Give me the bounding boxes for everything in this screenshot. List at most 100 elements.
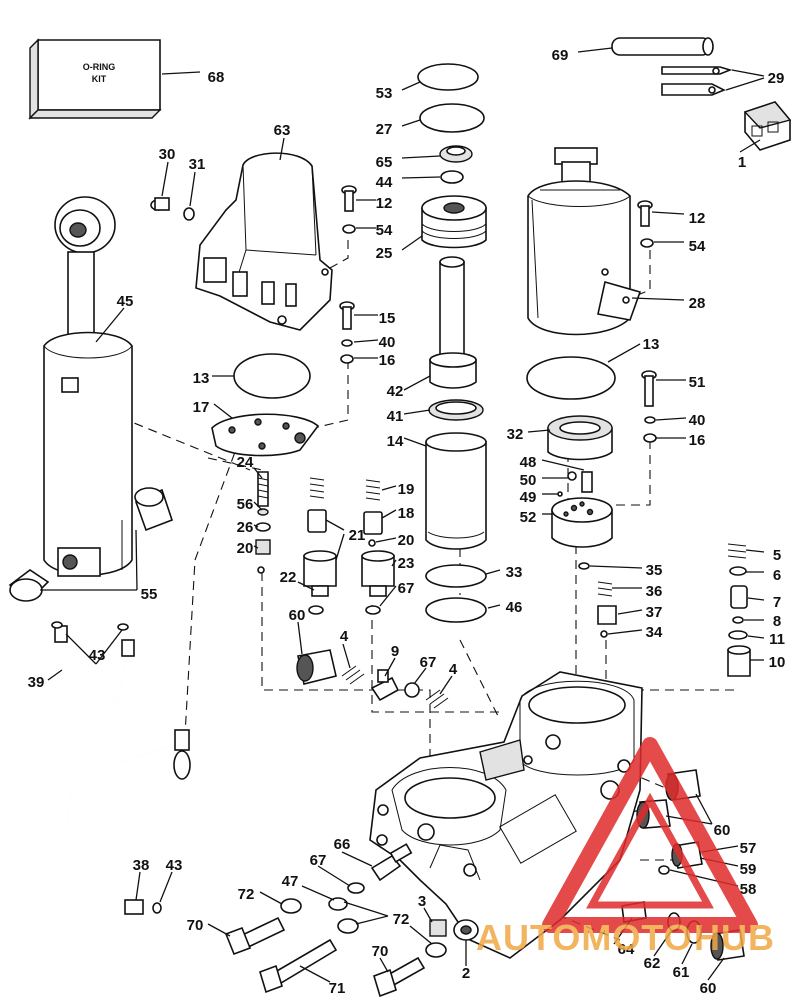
callout-c14: 14 — [387, 433, 404, 450]
callout-c25: 25 — [376, 245, 393, 262]
callout-c67a: 67 — [398, 580, 415, 597]
callout-c12a: 12 — [376, 195, 393, 212]
callout-c57: 57 — [740, 840, 757, 857]
callout-c52: 52 — [520, 509, 537, 526]
callout-c70a: 70 — [187, 917, 204, 934]
screws-washers — [150, 185, 657, 443]
callout-c54b: 54 — [689, 238, 706, 255]
cylinder-sleeve — [425, 399, 487, 550]
callout-c63: 63 — [274, 122, 291, 139]
callout-c30: 30 — [159, 146, 176, 163]
callout-c27: 27 — [376, 121, 393, 138]
callout-labels: 6869291532765442563303112541254284515401… — [28, 47, 786, 997]
piston-rod — [429, 256, 477, 389]
wire-terminals — [661, 66, 733, 96]
callout-c23: 23 — [398, 555, 415, 572]
sleeve-part — [611, 37, 714, 56]
right-small-parts — [557, 471, 751, 677]
callout-c43a: 43 — [89, 647, 106, 664]
callout-c8: 8 — [773, 613, 781, 630]
callout-c34: 34 — [646, 624, 663, 641]
callout-c58: 58 — [740, 881, 757, 898]
callout-c60a: 60 — [289, 607, 306, 624]
bushings — [8, 487, 174, 602]
callout-c16a: 16 — [379, 352, 396, 369]
callout-c29: 29 — [768, 70, 785, 87]
callout-c66: 66 — [334, 836, 351, 853]
callout-c5: 5 — [773, 547, 781, 564]
callout-c49: 49 — [520, 489, 537, 506]
callout-c15: 15 — [379, 310, 396, 327]
callout-c21: 21 — [349, 527, 366, 544]
pump-motor — [527, 64, 642, 336]
callout-c19: 19 — [398, 481, 415, 498]
check-valve-row — [296, 649, 449, 709]
callout-c22: 22 — [280, 569, 297, 586]
callout-c69: 69 — [552, 47, 569, 64]
callout-c40a: 40 — [379, 334, 396, 351]
hydraulic-line-39 — [51, 621, 135, 706]
o-rings — [183, 63, 616, 623]
callout-c43b: 43 — [166, 857, 183, 874]
watermark: AUTOMOTO HUB — [476, 737, 775, 958]
callout-c3: 3 — [418, 893, 426, 910]
callout-c45: 45 — [117, 293, 134, 310]
callout-c26: 26 — [237, 519, 254, 536]
callout-c41: 41 — [387, 408, 404, 425]
callout-c7: 7 — [773, 594, 781, 611]
manifold-body — [369, 671, 643, 959]
kit-label-line-2: KIT — [92, 74, 107, 84]
callout-c51: 51 — [689, 374, 706, 391]
callout-c70b: 70 — [372, 943, 389, 960]
callout-c37: 37 — [646, 604, 663, 621]
callout-c38: 38 — [133, 857, 150, 874]
callout-c12b: 12 — [689, 210, 706, 227]
callout-c6: 6 — [773, 567, 781, 584]
callout-c54a: 54 — [376, 222, 393, 239]
callout-c62: 62 — [644, 955, 661, 972]
valve-components — [255, 471, 395, 615]
callout-c20b: 20 — [398, 532, 415, 549]
callout-c44: 44 — [376, 174, 393, 191]
callout-c64: 64 — [618, 941, 635, 958]
callout-c39: 39 — [28, 674, 45, 691]
callout-c46: 46 — [506, 599, 523, 616]
tilt-cylinder — [43, 196, 133, 577]
connector-plug — [743, 101, 792, 151]
callout-c59: 59 — [740, 861, 757, 878]
callout-c10: 10 — [769, 654, 786, 671]
callout-c1: 1 — [738, 154, 746, 171]
watermark-text-b: HUB — [694, 917, 775, 958]
callout-c61: 61 — [673, 964, 690, 981]
callout-c4a: 4 — [340, 628, 349, 645]
callout-c56: 56 — [237, 496, 254, 513]
callout-c60c: 60 — [700, 980, 717, 997]
callout-c2: 2 — [462, 965, 470, 982]
watermark-text-a: AUTOMOTO — [476, 917, 693, 958]
callout-c24: 24 — [237, 454, 254, 471]
callout-c35: 35 — [646, 562, 663, 579]
callout-c53: 53 — [376, 85, 393, 102]
callout-c11: 11 — [769, 631, 785, 648]
callout-c67b: 67 — [420, 654, 437, 671]
callout-c68: 68 — [208, 69, 225, 86]
hydraulic-line-38 — [67, 729, 191, 915]
callout-c28: 28 — [689, 295, 706, 312]
callout-c50: 50 — [520, 472, 537, 489]
o-ring-kit-box: O-RING KIT — [28, 38, 162, 120]
callout-c18: 18 — [398, 505, 415, 522]
callout-c55: 55 — [141, 586, 158, 603]
callout-c47: 47 — [282, 873, 299, 890]
callout-c13a: 13 — [193, 370, 210, 387]
callout-c33: 33 — [506, 564, 523, 581]
gland-assembly — [421, 145, 487, 249]
callout-c9: 9 — [391, 643, 399, 660]
callout-c20a: 20 — [237, 540, 254, 557]
pump-body — [547, 415, 613, 548]
callout-c13b: 13 — [643, 336, 660, 353]
callout-c67c: 67 — [310, 852, 327, 869]
callout-c65: 65 — [376, 154, 393, 171]
callout-c40b: 40 — [689, 412, 706, 429]
callout-c72b: 72 — [393, 911, 410, 928]
